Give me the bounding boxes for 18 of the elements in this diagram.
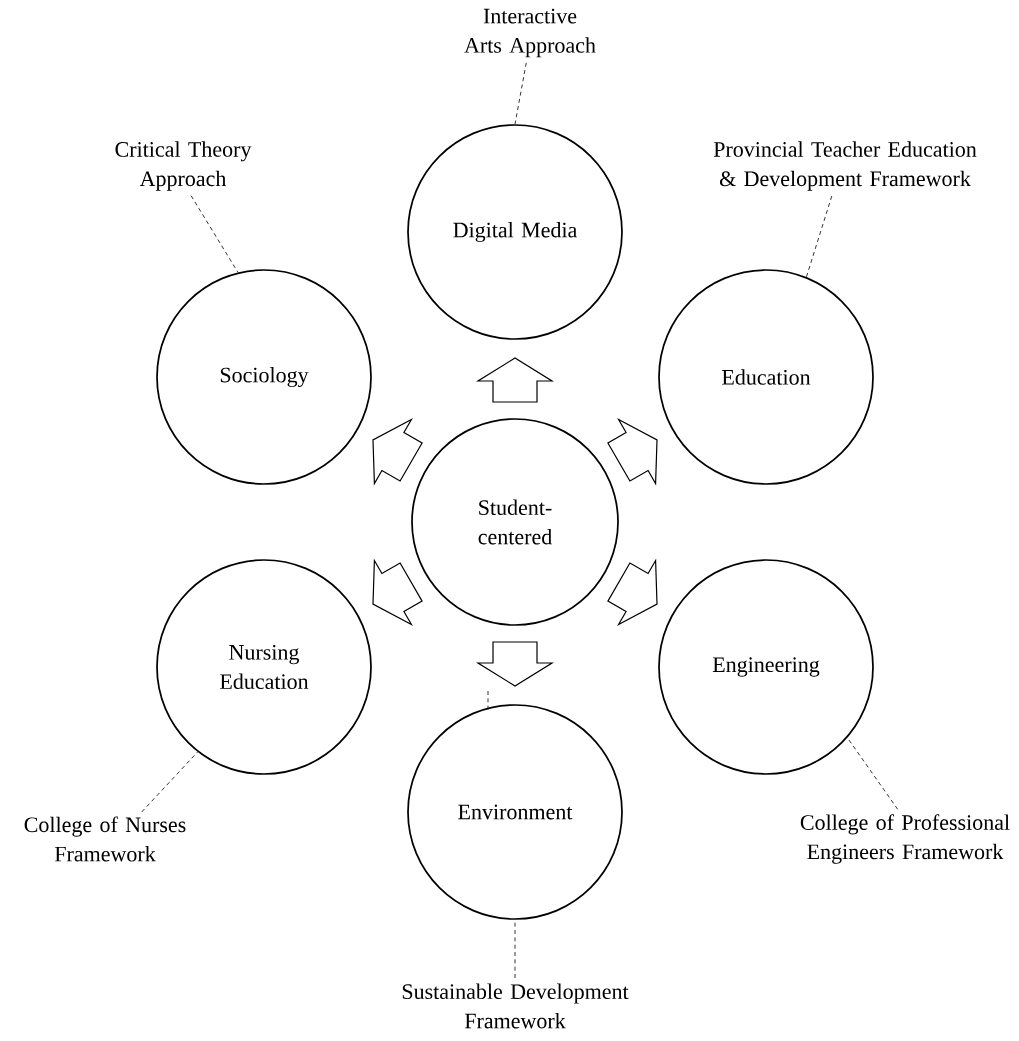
leader-line <box>141 751 198 813</box>
framework-label: College of Professional Engineers Framework <box>800 814 1010 864</box>
block-arrow <box>607 558 658 627</box>
leader-line <box>514 919 516 979</box>
block-arrow <box>607 417 658 486</box>
leader-line <box>190 195 239 273</box>
framework-label: College of Nurses Framework <box>24 816 186 862</box>
framework-label: Critical Theory Approach <box>115 141 252 191</box>
framework-label: Interactive Arts Approach <box>464 8 596 58</box>
leader-line <box>806 195 833 278</box>
leader-line <box>847 737 899 810</box>
leader-line <box>514 62 527 125</box>
block-arrow <box>372 558 423 627</box>
block-arrow <box>372 417 423 486</box>
block-arrow <box>475 357 555 403</box>
framework-label: Provincial Teacher Education & Development Framework <box>713 141 977 191</box>
framework-label: Sustainable Development Framework <box>402 983 629 1029</box>
block-arrow <box>475 641 555 687</box>
